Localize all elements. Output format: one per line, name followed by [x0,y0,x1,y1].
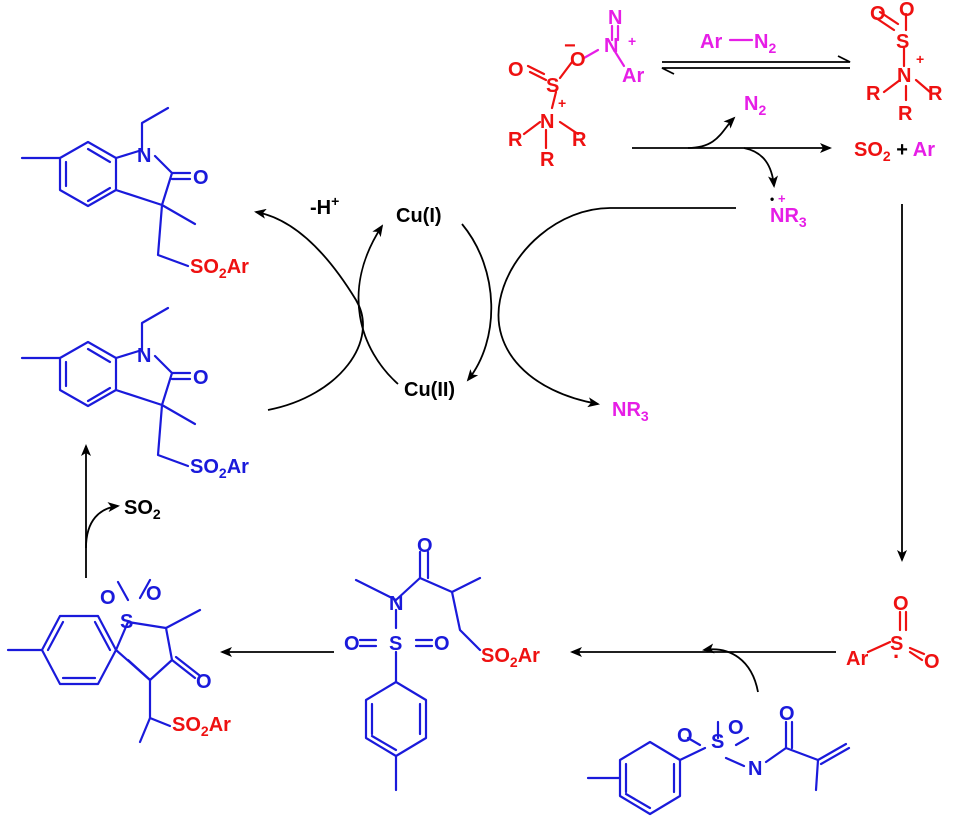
plus-sign: + [916,51,924,67]
so2ar-label: SO2Ar [172,714,231,739]
oxidation-deprotonation-arrow [254,208,364,411]
o-label: O [870,3,886,25]
o-label: O [434,633,450,655]
so2-loss-label: SO2 [124,497,161,522]
plus-sign: + [778,191,786,206]
nr3-reduction-arrow [497,207,736,408]
n-label: N [608,7,622,29]
oxindole-intermediate: N O SO2Ar [20,306,249,481]
cu2-to-cu1-arrow [357,224,399,385]
radical-dot: · [893,644,900,669]
o-label: O [570,49,586,71]
o-label: O [417,535,433,557]
so2ar-label: SO2Ar [190,456,249,481]
s-label: S [890,633,903,655]
plus-sign: + [558,95,566,111]
aryl-diazonium-reagent: Ar N2 [700,31,776,56]
proton-loss-label: -H+ [310,193,339,219]
r-label: R [866,83,881,105]
r-label: R [898,103,913,125]
r-label: R [572,129,587,151]
spiro-intermediate: S O O O SO2Ar [6,578,231,744]
minus-sign: − [564,35,576,57]
o-label: O [779,703,795,725]
o-label: O [193,367,209,389]
s-label: S [120,611,133,633]
ar-label: Ar [846,648,868,670]
so2ar-label: SO2Ar [190,256,249,281]
o-label: O [344,633,360,655]
nr3-radical-cation-label: NR3 [770,205,807,230]
o-label: O [728,717,744,739]
cu1-to-cu2-arrow [461,223,493,382]
dabso-diazo-adduct: O S O − N + R R R N N + Ar [508,7,644,171]
o-label: O [508,59,524,81]
so2ar-label: SO2Ar [481,645,540,670]
so2-plus-ar-label: SO2 + Ar [854,139,935,164]
n-label: N [389,593,403,615]
n-label: N [137,345,151,367]
nr3-label: NR3 [612,399,649,424]
o-label: O [893,593,909,615]
n-label: N [748,758,762,780]
sulfonyl-radical: Ar S O O · [846,593,940,673]
s-label: S [711,731,724,753]
cu2-label: Cu(II) [404,379,455,401]
r-label: R [540,149,555,171]
substrate-entry-arrow [702,643,759,693]
equilibrium-reverse-arrow [661,67,850,75]
o-label: O [924,651,940,673]
n2-release-arrow [687,116,736,149]
s-label: S [389,633,402,655]
n-label: N [540,111,554,133]
radical-dots: • [770,192,774,206]
equilibrium-forward-arrow [662,55,851,63]
amide-intermediate: N O S O O SO2Ar [344,535,540,792]
s-label: S [896,31,909,53]
s-label: S [546,75,559,97]
cu1-label: Cu(I) [396,205,442,227]
o-label: O [146,583,162,605]
o-label: O [196,671,212,693]
n-label: N [137,145,151,167]
n2-label: N2 [744,93,766,118]
o-label: O [193,167,209,189]
ar-label: Ar [622,65,644,87]
o-label: O [100,587,116,609]
acrylamide-substrate: S O O N O [586,703,851,816]
minus-sign: − [900,0,908,7]
dabso-adduct: O S O − N + R R R [866,0,943,125]
n-label: N [604,35,618,57]
n2-label: N2 [754,31,776,56]
r-label: R [928,83,943,105]
o-label: O [677,725,693,747]
nr3-radical-release-arrow [743,147,778,188]
ar-label: Ar [700,31,722,53]
so2-release-arrow [85,502,120,549]
r-label: R [508,129,523,151]
n-label: N [897,65,911,87]
plus-sign: + [628,33,636,49]
o-label: O [899,0,915,21]
oxindole-product-top: N O SO2Ar [20,106,249,281]
